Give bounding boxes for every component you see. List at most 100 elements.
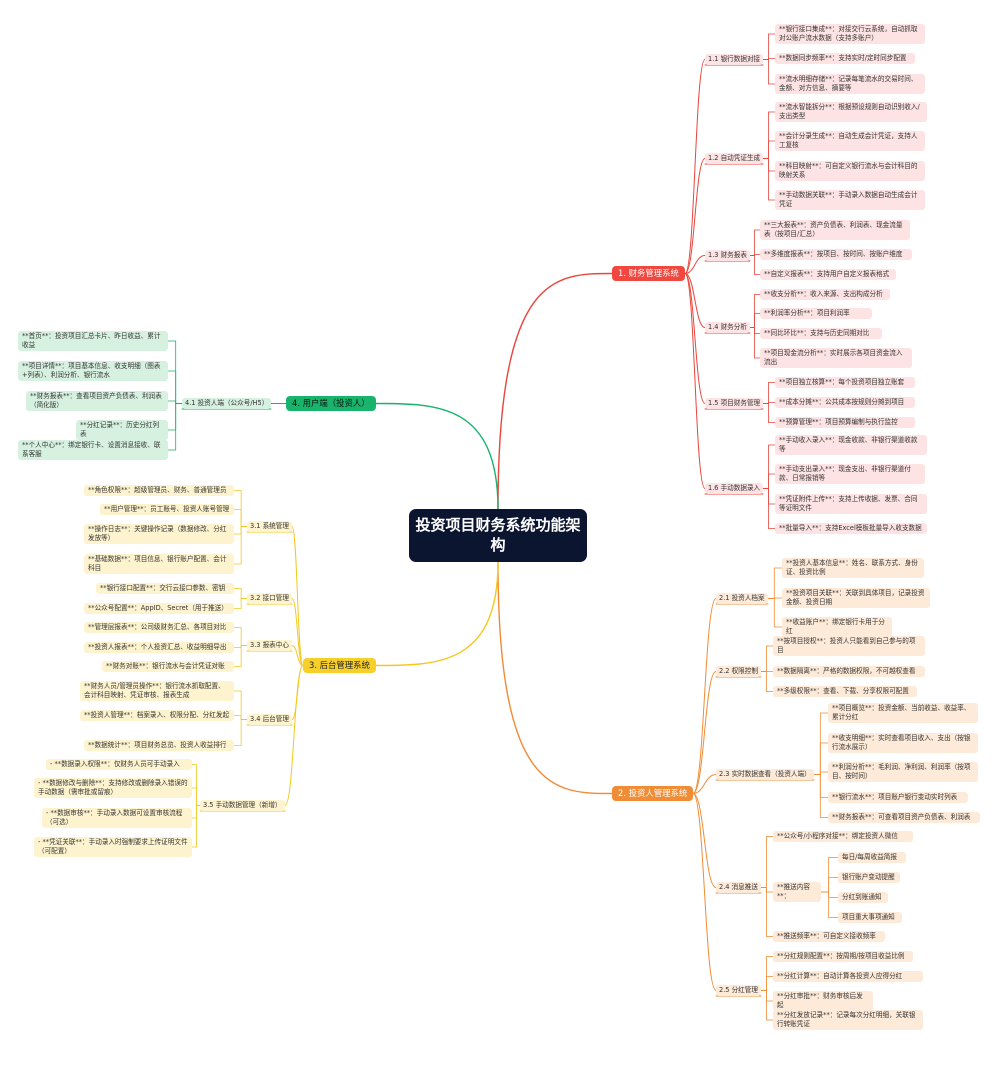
leaf-1-4-4[interactable]: **项目现金流分析**：实时展示各项目资金流入流出 [760,348,912,368]
sub-1-3[interactable]: 1.3 财务报表 [705,250,750,261]
leaf-2-4-2[interactable]: **推送内容**： [773,882,821,902]
leaf-2-1-1[interactable]: **投资人基本信息**：姓名、联系方式、身份证、投资比例 [782,558,924,578]
leaf-3-3-2[interactable]: **投资人报表**：个人投资汇总、收益明细导出 [84,642,234,653]
leaf-2-2-2[interactable]: **数据隔离**：严格的数据权限，不可越权查看 [773,666,925,677]
sub-1-6[interactable]: 1.6 手动数据录入 [705,483,764,494]
leaf-2-2-1[interactable]: **按项目授权**：投资人只能看到自己参与的项目 [773,636,925,656]
sub-1-5[interactable]: 1.5 项目财务管理 [705,398,764,409]
leaf-3-2-1[interactable]: **银行接口配置**：交行云接口参数、密钥 [96,583,234,594]
leaf-4-1-4[interactable]: **分红记录**：历史分红列表 [76,420,168,440]
leaf-1-1-1[interactable]: **银行接口集成**：对接交行云系统，自动抓取对公账户流水数据（支持多账户） [775,24,925,44]
link-leaf-3-5-4 [191,805,201,848]
leaf-2-5-2[interactable]: **分红计算**：自动计算各投资人应得分红 [773,971,923,982]
sub-1-1[interactable]: 1.1 银行数据对接 [705,54,764,65]
sub-3-5[interactable]: 3.5 手动数据管理（新增） [200,800,285,811]
leaf-2-4-3[interactable]: **推送频率**：可自定义接收频率 [773,931,885,942]
leaf-2-3-5[interactable]: **财务报表**：可查看项目资产负债表、利润表 [828,812,980,823]
sub-4-1[interactable]: 4.1 投资人端（公众号/H5） [182,398,272,409]
leaf-2-5-3[interactable]: **分红审批**：财务审核后发起 [773,991,873,1011]
leaf-1-2-1[interactable]: **流水智能拆分**：根据预设规则自动识别收入/支出类型 [775,102,927,122]
leaf-2-4-2-1[interactable]: 每日/每周收益简报 [838,852,906,863]
leaf-3-5-2[interactable]: - **数据修改与删除**：支持修改或删除录入错误的手动数据（需审批或留痕） [34,778,192,798]
leaf-2-3-1[interactable]: **项目概览**：投资金额、当前收益、收益率、累计分红 [828,703,978,723]
leaf-3-5-3[interactable]: - **数据审核**：手动录入数据可设置审核流程（可选） [42,808,192,828]
leaf-3-2-2[interactable]: **公众号配置**：AppID、Secret（用于推送） [84,603,234,614]
root-title: 投资项目财务系统功能架构 [415,516,581,554]
sub-3-3[interactable]: 3.3 报表中心 [247,640,292,651]
leaf-1-2-3[interactable]: **科目映射**：可自定义银行流水与会计科目的映射关系 [775,161,925,181]
leaf-1-4-2[interactable]: **利润率分析**：项目利润率 [760,308,872,319]
branch-admin[interactable]: 3. 后台管理系统 [303,658,376,673]
link-leaf-2-5-1 [760,956,774,991]
branch-investor-client[interactable]: 4. 用户端（投资人） [286,396,376,411]
leaf-3-5-1[interactable]: - **数据录入权限**：仅财务人员可手动录入 [46,759,192,770]
link-leaf-2-3-1 [813,712,829,775]
link-branch-investor-mgmt [497,561,613,795]
sub-2-5[interactable]: 2.5 分红管理 [716,985,761,996]
leaf-1-6-1[interactable]: **手动收入录入**：现金收款、非银行渠道收款等 [775,435,927,455]
leaf-2-3-4[interactable]: **银行流水**：项目账户银行变动实时列表 [828,792,968,803]
leaf-2-2-3[interactable]: **多级权限**：查看、下载、分享权限可配置 [773,686,917,697]
sub-2-1[interactable]: 2.1 投资人档案 [716,593,768,604]
leaf-1-4-3[interactable]: **同比环比**：支持与历史同期对比 [760,328,882,339]
sub-2-2[interactable]: 2.2 权限控制 [716,666,761,677]
leaf-1-5-3[interactable]: **预算管理**：项目预算编制与执行监控 [775,417,915,428]
leaf-1-5-2[interactable]: **成本分摊**：公共成本按规则分摊到项目 [775,397,915,408]
leaf-4-1-2[interactable]: **项目详情**：项目基本信息、收支明细（图表+列表）、利润分析、银行流水 [18,361,168,381]
leaf-4-1-5[interactable]: **个人中心**：绑定银行卡、设置消息接收、联系客服 [18,440,168,460]
link-leaf-2-3-5 [813,774,829,818]
leaf-1-6-2[interactable]: **手动支出录入**：现金支出、非银行渠道付款、日常报销等 [775,464,925,484]
leaf-2-1-3[interactable]: **收益账户**：绑定银行卡用于分红 [782,617,892,637]
leaf-4-1-1[interactable]: **首页**：投资项目汇总卡片、昨日收益、累计收益 [18,331,168,351]
link-leaf-1-2-1 [762,111,776,159]
sub-3-4[interactable]: 3.4 后台管理 [247,714,292,725]
leaf-1-5-1[interactable]: **项目独立核算**：每个投资项目独立账套 [775,377,915,388]
leaf-3-3-1[interactable]: **管理层报表**：公司级财务汇总、各项目对比 [84,622,234,633]
leaf-1-2-2[interactable]: **会计分录生成**：自动生成会计凭证，支持人工复核 [775,131,925,151]
link-sub-1-1 [684,59,706,274]
sub-2-4[interactable]: 2.4 消息推送 [716,882,761,893]
leaf-3-1-2[interactable]: **用户管理**：员工账号、投资人账号管理 [100,504,234,515]
leaf-1-1-3[interactable]: **流水明细存储**：记录每笔流水的交易时间、金额、对方信息、摘要等 [775,74,925,94]
leaf-2-3-3[interactable]: **利润分析**：毛利润、净利润、利润率（按项目、按时间） [828,762,978,782]
link-leaf-1-6-2 [762,473,776,489]
link-leaf-1-5-1 [762,382,776,404]
leaf-1-3-2[interactable]: **多维度报表**：按项目、按时间、按账户维度 [760,249,912,260]
sub-1-2[interactable]: 1.2 自动凭证生成 [705,153,764,164]
leaf-1-3-1[interactable]: **三大报表**：资产负债表、利润表、现金流量表（按项目/汇总） [760,220,910,240]
branch-investor-mgmt[interactable]: 2. 投资人管理系统 [612,786,694,801]
link-leaf-1-6-4 [762,488,776,529]
leaf-2-3-2[interactable]: **收支明细**：实时查看项目收入、支出（按银行流水展示） [828,733,978,753]
leaf-1-3-3[interactable]: **自定义报表**：支持用户自定义报表格式 [760,269,896,280]
sub-1-4[interactable]: 1.4 财务分析 [705,322,750,333]
leaf-3-1-4[interactable]: **基础数据**：项目信息、银行账户配置、会计科目 [84,554,234,574]
leaf-1-1-2[interactable]: **数据同步频率**：支持实时/定时同步配置 [775,53,915,64]
leaf-1-6-3[interactable]: **凭证附件上传**：支持上传收据、发票、合同等证明文件 [775,494,927,514]
leaf-3-3-3[interactable]: **财务对账**：银行流水与会计凭证对账 [102,661,234,672]
link-leaf-3-1-4 [233,526,248,565]
link-leaf-3-3-1 [233,627,248,646]
link-leaf-1-1-1 [762,33,776,60]
leaf-2-4-2-3[interactable]: 分红到账通知 [838,892,888,903]
leaf-2-4-2-2[interactable]: 银行账户变动提醒 [838,872,900,883]
sub-3-2[interactable]: 3.2 接口管理 [247,593,292,604]
sub-2-3[interactable]: 2.3 实时数据查看（投资人端） [716,769,814,780]
leaf-2-1-2[interactable]: **投资项目关联**：关联到具体项目，记录投资金额、投资日期 [782,588,930,608]
link-leaf-2-2-1 [760,645,774,672]
leaf-2-5-1[interactable]: **分红规则配置**：按周期/按项目收益比例 [773,951,913,962]
leaf-3-4-1[interactable]: **财务人员/管理员操作**：银行流水抓取配置、会计科目映射、凭证审核、报表生成 [80,681,234,701]
sub-3-1[interactable]: 3.1 系统管理 [247,521,292,532]
leaf-3-4-2[interactable]: **投资人管理**：档案录入、权限分配、分红发起 [80,710,234,721]
leaf-2-4-2-4[interactable]: 项目重大事项通知 [838,912,902,923]
leaf-3-1-3[interactable]: **操作日志**：关键操作记录（数据修改、分红发放等） [84,524,234,544]
leaf-3-5-4[interactable]: - **凭证关联**：手动录入时强制要求上传证明文件（可配置） [34,837,192,857]
leaf-4-1-3[interactable]: **财务报表**：查看项目资产负债表、利润表（简化版） [26,391,168,411]
branch-finance[interactable]: 1. 财务管理系统 [612,266,685,281]
leaf-2-5-4[interactable]: **分红发放记录**：记录每次分红明细，关联银行转账凭证 [773,1010,923,1030]
leaf-1-6-4[interactable]: **批量导入**：支持Excel模板批量导入收支数据 [775,523,927,534]
leaf-1-2-4[interactable]: **手动数据关联**：手动录入数据自动生成会计凭证 [775,190,925,210]
leaf-3-4-3[interactable]: **数据统计**：项目财务总览、投资人收益排行 [84,740,234,751]
leaf-1-4-1[interactable]: **收支分析**：收入来源、支出构成分析 [760,289,890,300]
leaf-2-4-1[interactable]: **公众号/小程序对接**：绑定投资人微信 [773,831,913,842]
leaf-3-1-1[interactable]: **角色权限**：超级管理员、财务、普通管理员 [84,485,234,496]
